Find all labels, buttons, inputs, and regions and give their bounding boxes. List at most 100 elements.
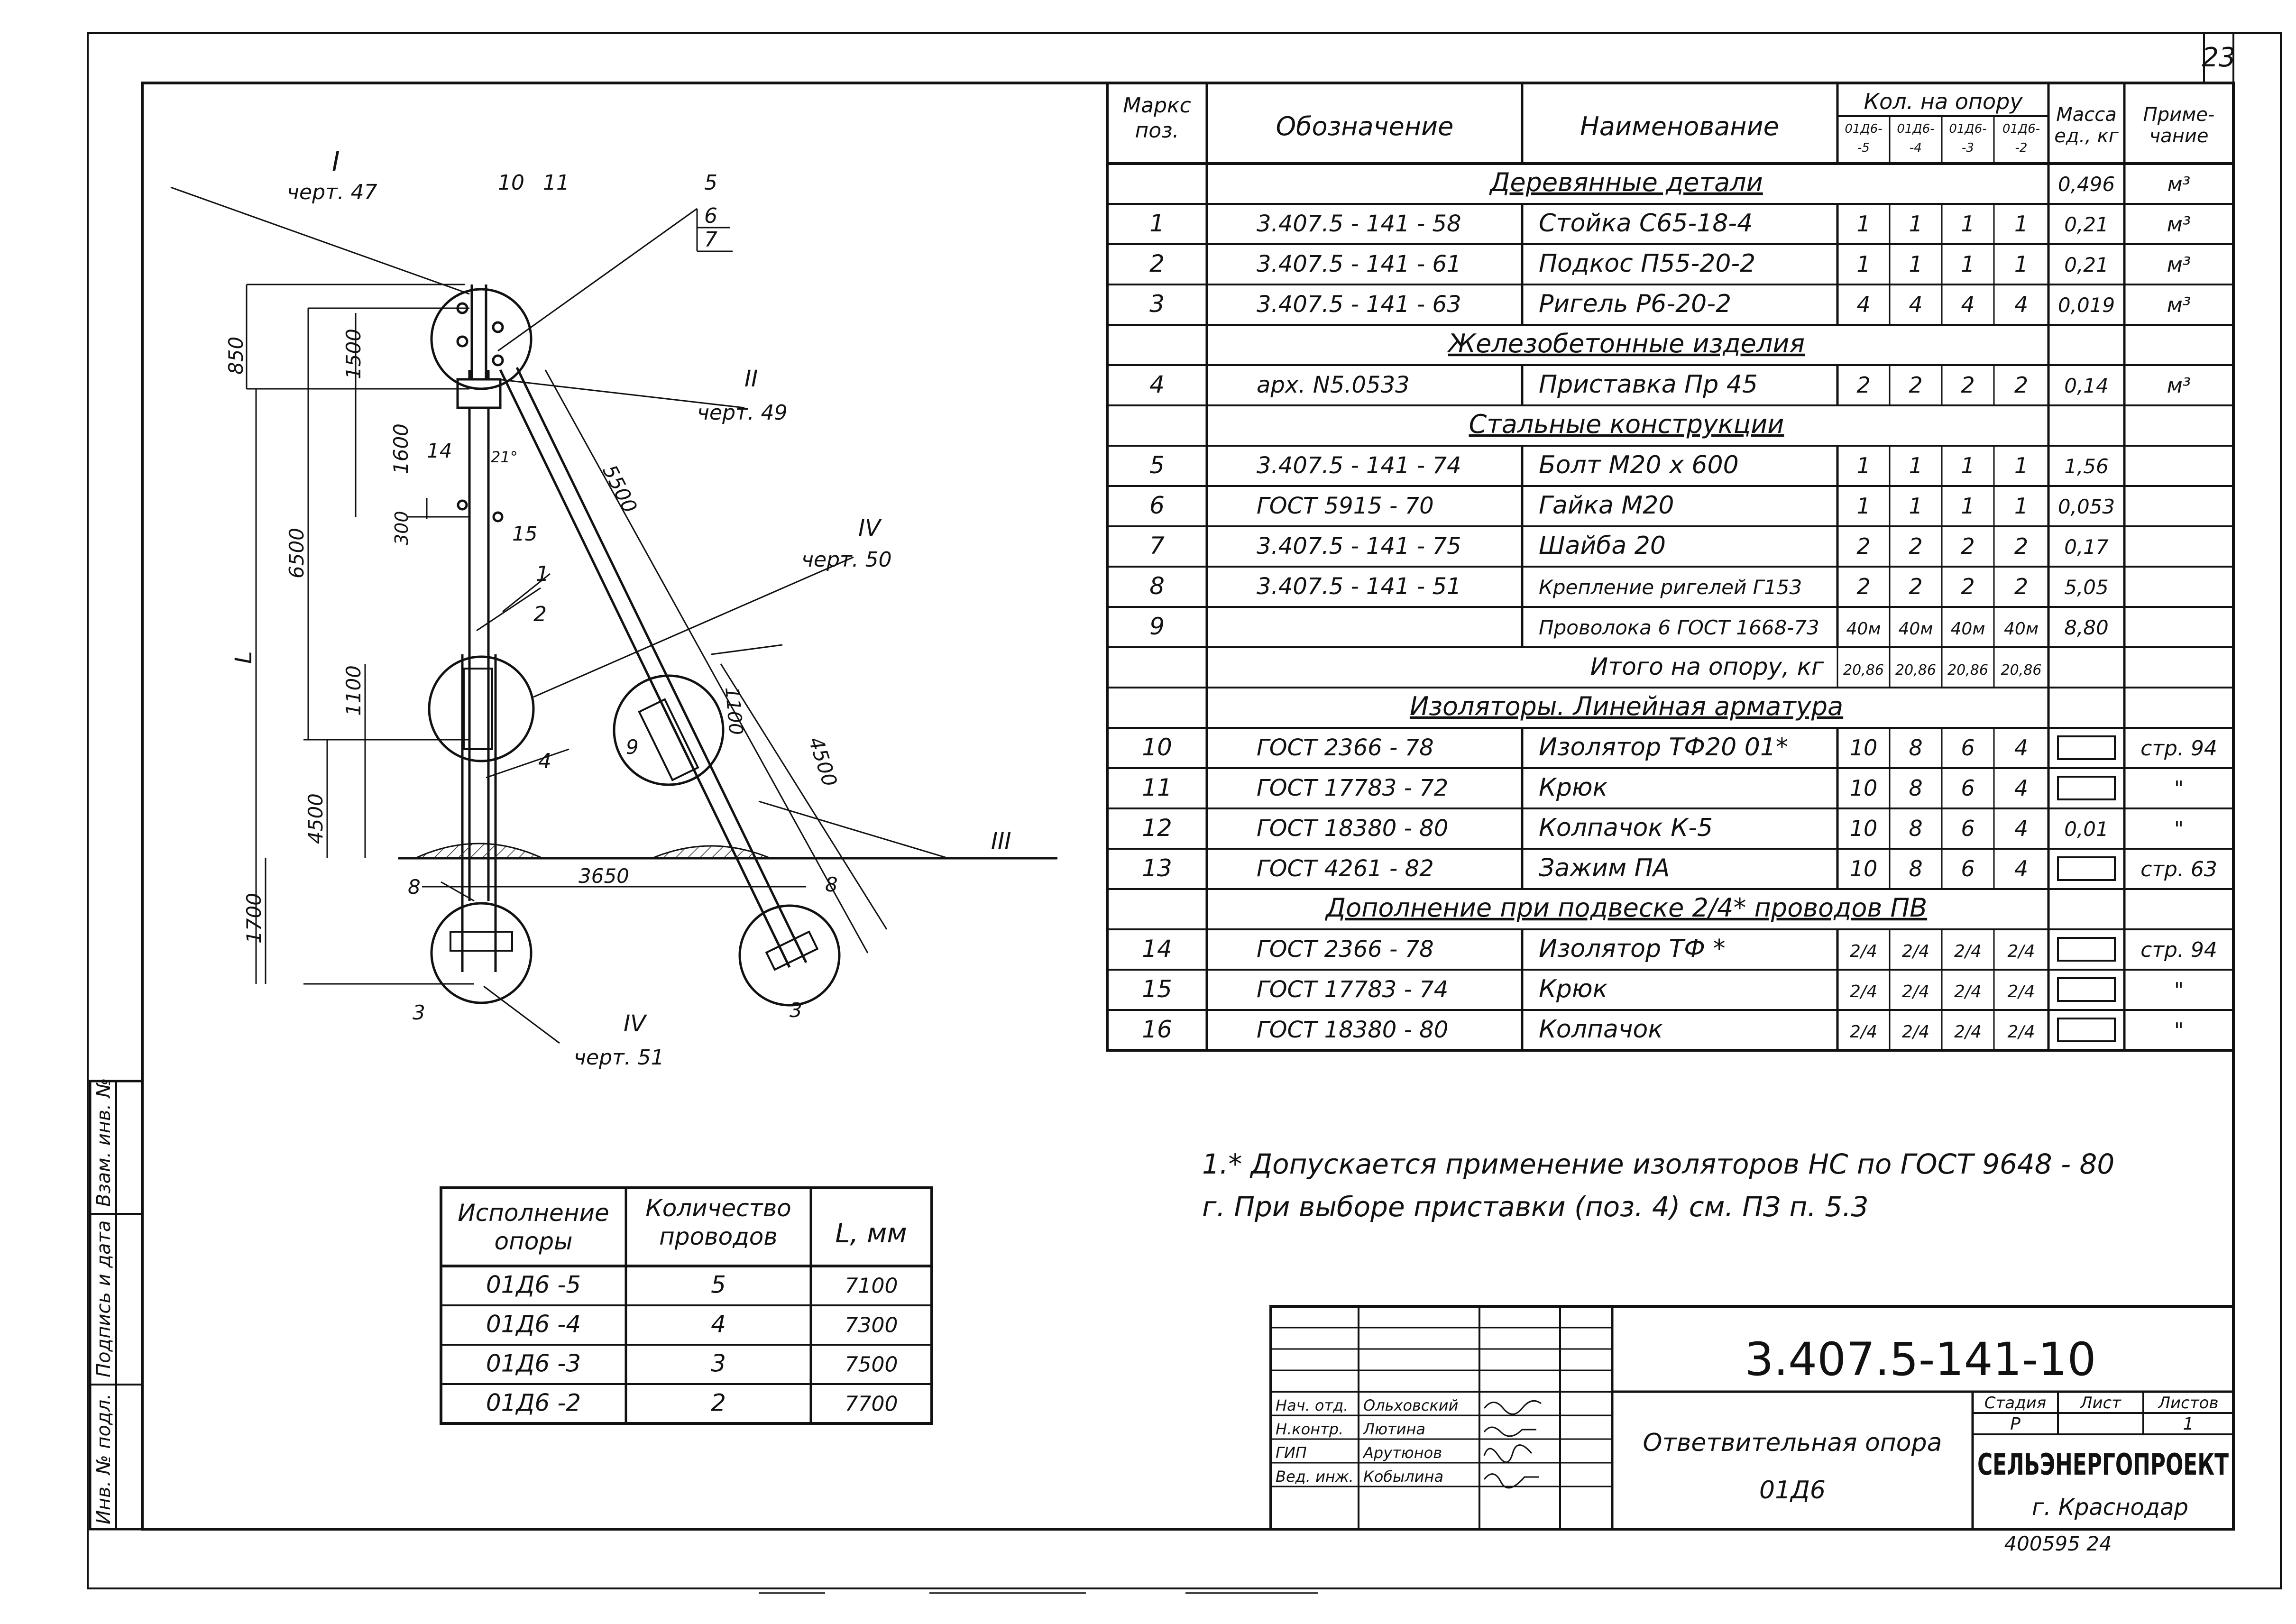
spec-qty-16-2: 6: [1961, 816, 1975, 841]
spec-qty-19-1: 2/4: [1902, 942, 1929, 961]
spec-mark-14: 10: [1142, 734, 1172, 761]
spec-qty-3-2: 4: [1961, 292, 1975, 317]
spec-name-21: Колпачок: [1539, 1015, 1663, 1044]
archive-number: 400595 24: [2004, 1532, 2112, 1555]
header-qty-col-2-a: 01Д6-: [1949, 122, 1986, 136]
spec-qty-7-3: 1: [2014, 453, 2028, 478]
spec-name-10: Крепление ригелей Г153: [1539, 576, 1802, 599]
mass-box: [2057, 977, 2116, 1002]
spec-mass-0: 0,496: [2058, 173, 2115, 196]
spec-mass-16: 0,01: [2064, 817, 2109, 841]
spec-qty-10-2: 2: [1961, 574, 1975, 599]
spec-qty-16-0: 10: [1850, 816, 1878, 841]
header-mark-2: поз.: [1135, 119, 1179, 143]
header-mass-1: Масса: [2056, 104, 2117, 126]
sig-role-1: Нач. отд.: [1276, 1396, 1348, 1414]
header-qty-col-1-a: 01Д6-: [1897, 122, 1934, 136]
spec-qty-14-3: 4: [2014, 735, 2028, 761]
header-name: Наименование: [1580, 111, 1779, 141]
variant-cell-0-0: 01Д6 -5: [486, 1271, 581, 1298]
spec-section-0: Деревянные детали: [1489, 167, 1763, 197]
variant-cell-3-1: 2: [711, 1389, 726, 1416]
spec-name-16: Колпачок К-5: [1539, 814, 1713, 842]
mass-box: [2057, 937, 2116, 962]
spec-section-18: Дополнение при подвеске 2/4* проводов ПВ: [1325, 893, 1927, 923]
spec-mark-21: 16: [1142, 1016, 1172, 1043]
pos-2: 2: [533, 602, 547, 626]
spec-name-8: Гайка М20: [1539, 491, 1674, 520]
spec-qty-5-1: 2: [1909, 372, 1922, 398]
spec-name-20: Крюк: [1539, 975, 1608, 1003]
spec-designation-5: арх. N5.0533: [1257, 372, 1410, 398]
spec-qty-19-2: 2/4: [1954, 942, 1982, 961]
spec-qty-5-2: 2: [1961, 372, 1975, 398]
spec-total-label-12: Итого на опору, кг: [1590, 653, 1824, 680]
spec-qty-21-2: 2/4: [1954, 1022, 1982, 1042]
outer-frame: [87, 32, 2282, 1589]
org-city: г. Краснодар: [2032, 1494, 2188, 1521]
spec-mark-2: 2: [1149, 250, 1165, 277]
spec-mass-1: 0,21: [2064, 213, 2109, 236]
variant-cell-1-0: 01Д6 -4: [486, 1310, 581, 1338]
spec-mark-11: 9: [1149, 613, 1165, 640]
spec-qty-5-0: 2: [1856, 372, 1870, 398]
dim-1100-strut: 1100: [721, 686, 747, 736]
spec-qty-1-3: 1: [2014, 211, 2028, 237]
spec-designation-21: ГОСТ 18380 - 80: [1257, 1017, 1448, 1043]
sig-role-2: Н.контр.: [1276, 1420, 1343, 1438]
header-note-1: Приме-: [2143, 104, 2215, 126]
spec-qty-20-0: 2/4: [1850, 982, 1877, 1001]
spec-qty-11-1: 40м: [1899, 619, 1933, 639]
spec-qty-9-1: 2: [1909, 533, 1922, 559]
spec-qty-5-3: 2: [2014, 372, 2028, 398]
spec-name-3: Ригель Р6-20-2: [1539, 290, 1731, 318]
spec-qty-15-3: 4: [2014, 775, 2028, 801]
header-qty: Кол. на опору: [1864, 89, 2023, 114]
spec-qty-17-0: 10: [1850, 856, 1878, 881]
header-qty-col-0-b: -5: [1857, 141, 1870, 155]
pole-drawing: [170, 186, 1057, 1044]
org-name: СЕЛЬЭНЕРГОПРОЕКТ: [1977, 1447, 2229, 1482]
spec-name-2: Подкос П55-20-2: [1539, 249, 1755, 278]
spec-qty-21-0: 2/4: [1850, 1022, 1877, 1042]
spec-name-11: Проволока 6 ГОСТ 1668-73: [1539, 616, 1819, 639]
detail-circle-strut-bottom: [738, 904, 841, 1007]
variant-cell-0-2: 7100: [845, 1274, 898, 1298]
spec-total-q-3: 20,86: [2001, 662, 2042, 679]
spec-designation-10: 3.407.5 - 141 - 51: [1257, 573, 1461, 600]
spec-designation-9: 3.407.5 - 141 - 75: [1257, 533, 1461, 560]
variant-header-1-a: Количество: [645, 1194, 791, 1222]
spec-qty-19-3: 2/4: [2008, 942, 2035, 961]
spec-note-15: ": [2174, 777, 2184, 801]
spec-section-13: Изоляторы. Линейная арматура: [1410, 691, 1843, 721]
spec-mark-15: 11: [1142, 774, 1172, 801]
spec-note-0: м³: [2167, 173, 2191, 196]
spec-qty-17-1: 8: [1909, 856, 1922, 881]
spec-designation-1: 3.407.5 - 141 - 58: [1257, 211, 1461, 237]
spec-mark-1: 1: [1149, 210, 1165, 237]
spec-qty-3-3: 4: [2014, 292, 2028, 317]
pos-3-right: 3: [790, 999, 802, 1022]
spec-mark-5: 4: [1149, 371, 1165, 398]
spec-mark-9: 7: [1149, 532, 1165, 560]
header-qty-col-0-a: 01Д6-: [1845, 122, 1882, 136]
dim-5500: 5500: [598, 461, 642, 516]
variant-cell-2-2: 7500: [845, 1352, 898, 1376]
pos-9: 9: [626, 735, 639, 759]
spec-qty-9-2: 2: [1961, 533, 1975, 559]
spec-qty-11-3: 40м: [2004, 619, 2039, 639]
variant-cell-2-1: 3: [711, 1349, 726, 1377]
note-1: 1.* Допускается применение изоляторов НС…: [1202, 1148, 2114, 1180]
variant-cell-2-0: 01Д6 -3: [486, 1349, 581, 1377]
spec-note-5: м³: [2167, 374, 2191, 398]
drawing-labels: I черт. 47 II черт. 49 III IV черт. 50 I…: [224, 147, 1011, 1070]
spec-mark-7: 5: [1149, 451, 1165, 479]
sheets-label: Листов: [2157, 1394, 2218, 1413]
sheet-number: 23: [2202, 42, 2235, 73]
pos-7: 7: [704, 228, 717, 252]
spec-qty-2-2: 1: [1961, 251, 1975, 277]
pos-5: 5: [704, 171, 717, 195]
spec-qty-8-2: 1: [1961, 493, 1975, 519]
sig-name-1: Ольховский: [1363, 1396, 1458, 1414]
